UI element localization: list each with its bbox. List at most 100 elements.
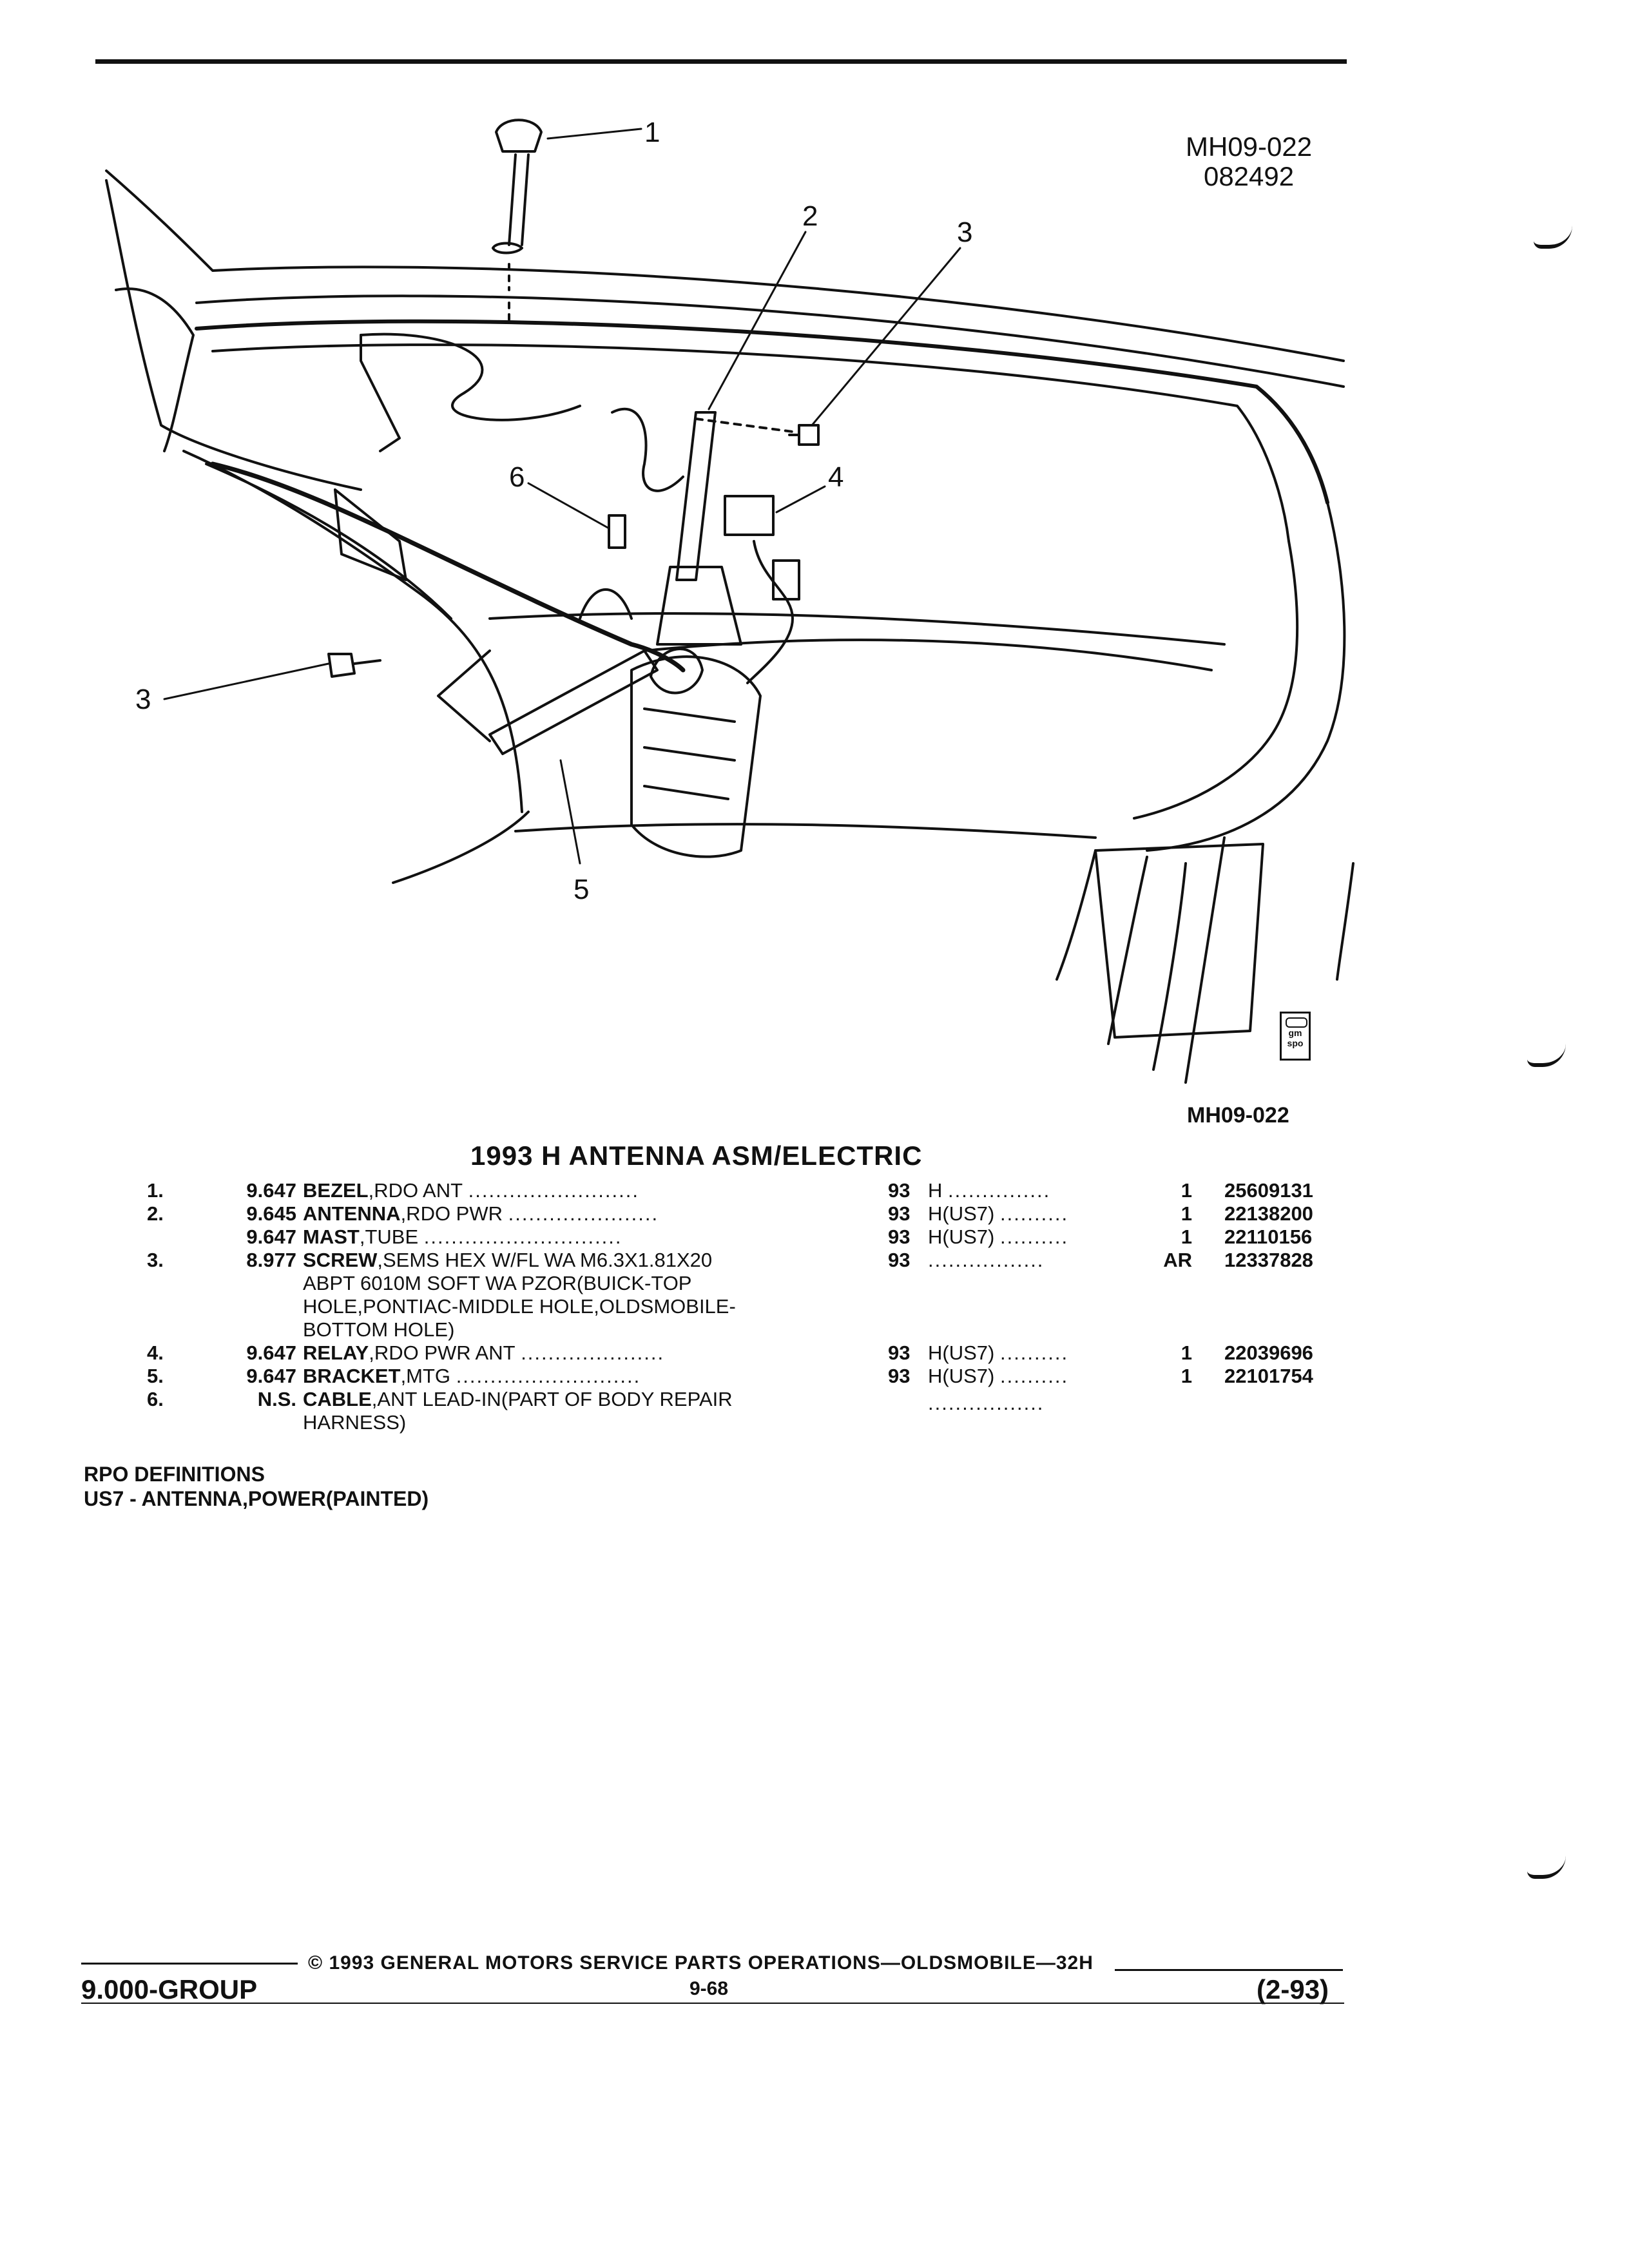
footer-page-number: 9-68	[689, 1978, 729, 1999]
margin-punch-mark-3	[1527, 1856, 1566, 1879]
row6-name: BRACKET	[303, 1365, 401, 1387]
row4-part: 12337828	[1224, 1249, 1313, 1271]
bracket-5	[488, 649, 659, 755]
bracket-clip-left-2	[334, 488, 407, 581]
relay-box	[724, 495, 775, 536]
row2-qty: 1	[1181, 1202, 1192, 1225]
right-inner-4	[1184, 836, 1226, 1084]
row4-qty: AR	[1163, 1249, 1192, 1271]
row6-year: 93	[888, 1365, 911, 1387]
callout-4: 4	[828, 461, 843, 493]
row5-desc: RELAY,RDO PWR ANT .....................	[303, 1341, 664, 1365]
right-inner-2	[1107, 856, 1148, 1045]
row4-year: 93	[888, 1249, 911, 1271]
figure-code: MH09-022	[1186, 131, 1313, 162]
row7-name: CABLE	[303, 1388, 372, 1410]
relay-wire	[746, 540, 794, 684]
row4-name: SCREW	[303, 1249, 378, 1271]
row2-ill: 9.645	[246, 1202, 296, 1225]
row4-series: .................	[928, 1249, 1045, 1271]
gmspo-logo: gm spo	[1280, 1012, 1311, 1061]
rpo-definition: US7 - ANTENNA,POWER(PAINTED)	[84, 1487, 429, 1510]
row3-detail: ,TUBE	[359, 1225, 419, 1248]
leader-6	[527, 482, 610, 530]
trunk-lower-line	[514, 823, 1097, 839]
row5-series: H(US7) ..........	[928, 1341, 1069, 1364]
row4-cont-2: HOLE,PONTIAC-MIDDLE HOLE,OLDSMOBILE-	[303, 1295, 736, 1318]
lead-in-cable	[579, 588, 633, 620]
harness-cable	[210, 461, 686, 673]
screw-right	[788, 424, 820, 446]
row4-cont-3: BOTTOM HOLE)	[303, 1318, 455, 1341]
harness-upper	[360, 332, 581, 421]
row7-num: 6.	[147, 1388, 164, 1410]
row6-part: 22101754	[1224, 1365, 1313, 1387]
row3-qty: 1	[1181, 1225, 1192, 1248]
table-title: 1993 H ANTENNA ASM/ELECTRIC	[470, 1140, 923, 1171]
callout-3-left: 3	[135, 684, 151, 715]
antenna-motor	[630, 655, 762, 858]
row1-year: 93	[888, 1179, 911, 1202]
right-quarter-2	[1133, 540, 1299, 820]
row3-desc: MAST,TUBE .............................	[303, 1225, 622, 1249]
row7-cont: HARNESS)	[303, 1411, 407, 1434]
callout-5: 5	[574, 874, 589, 905]
row3-part: 22110156	[1224, 1225, 1313, 1248]
gmspo-logo-top: gm	[1288, 1028, 1302, 1038]
left-panel-edge	[205, 463, 452, 620]
leader-1	[546, 128, 642, 140]
row5-part: 22039696	[1224, 1341, 1313, 1364]
fender-left	[105, 179, 362, 491]
row1-part: 25609131	[1224, 1179, 1313, 1202]
row5-year: 93	[888, 1341, 911, 1364]
footer-group: 9.000-GROUP	[81, 1974, 258, 2004]
gmspo-logo-bottom: spo	[1287, 1038, 1304, 1048]
row1-series: H ...............	[928, 1179, 1051, 1202]
bracket-clip-left	[360, 334, 401, 452]
leader-3-left	[163, 662, 330, 700]
row3-year: 93	[888, 1225, 911, 1248]
part6-plug	[608, 514, 626, 549]
row1-detail: ,RDO ANT	[368, 1179, 463, 1202]
bezel	[495, 119, 543, 153]
row3-name: MAST	[303, 1225, 360, 1248]
row4-num: 3.	[147, 1249, 164, 1271]
footer-revision: (2-93)	[1257, 1974, 1329, 2004]
row6-detail: ,MTG	[400, 1365, 451, 1387]
row1-name: BEZEL	[303, 1179, 369, 1202]
row2-detail: ,RDO PWR	[400, 1202, 503, 1225]
figure-code-block: MH09-022 082492	[1186, 132, 1312, 191]
body-outline-inner	[195, 294, 1345, 388]
row6-desc: BRACKET,MTG ...........................	[303, 1365, 641, 1388]
antenna-mast	[675, 411, 717, 581]
body-outline-upper	[105, 169, 1345, 362]
callout-1: 1	[644, 117, 660, 148]
screw-left	[327, 653, 381, 678]
row2-year: 93	[888, 1202, 911, 1225]
margin-punch-mark-2	[1527, 1044, 1566, 1067]
parts-table: 1. 9.647 BEZEL,RDO ANT .................…	[0, 1179, 1629, 1450]
bezel-hole	[492, 242, 523, 255]
row1-num: 1.	[147, 1179, 164, 1202]
top-rule	[95, 59, 1347, 64]
row2-part: 22138200	[1224, 1202, 1313, 1225]
trunk-floor-line	[488, 612, 1226, 646]
row4-ill: 8.977	[246, 1249, 296, 1271]
row6-series: H(US7) ..........	[928, 1365, 1069, 1387]
figure-reference: MH09-022	[1187, 1103, 1289, 1128]
leader-2	[708, 231, 807, 410]
footer-rule-bottom	[81, 2003, 1344, 2004]
row2-desc: ANTENNA,RDO PWR ......................	[303, 1202, 659, 1225]
row7-detail: ,ANT LEAD-IN(PART OF BODY REPAIR	[371, 1388, 733, 1410]
footer-rule-right	[1115, 1969, 1343, 1971]
row5-detail: ,RDO PWR ANT	[369, 1341, 516, 1364]
right-inner-3	[1152, 862, 1187, 1071]
row6-qty: 1	[1181, 1365, 1192, 1387]
leader-3-right	[811, 247, 961, 427]
row6-num: 5.	[147, 1365, 164, 1387]
trunk-rail	[195, 319, 1329, 505]
row2-series: H(US7) ..........	[928, 1202, 1069, 1225]
row1-leader: .........................	[468, 1179, 639, 1202]
row4-desc: SCREW,SEMS HEX W/FL WA M6.3X1.81X20	[303, 1249, 712, 1272]
leader-5	[559, 759, 581, 865]
